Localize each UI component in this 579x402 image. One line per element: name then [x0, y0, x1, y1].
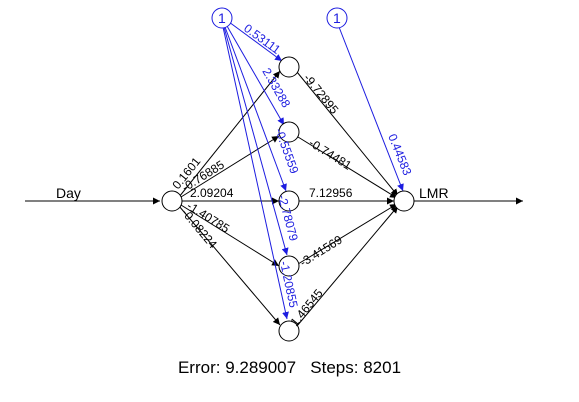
weight-label-h2-out: -0.74481 — [306, 136, 354, 173]
edge-h2-output — [297, 136, 398, 199]
error-label: Error: — [177, 358, 221, 377]
edge-input-h5 — [178, 205, 281, 326]
weight-label-h3-out: 7.12956 — [309, 186, 353, 200]
bias-node-hidden — [211, 7, 233, 29]
output-node — [393, 190, 415, 212]
edge-bias-output — [338, 26, 404, 192]
edge-input-h1 — [178, 70, 281, 198]
weight-label-bias-h1: 0.53111 — [241, 21, 283, 57]
weight-label-h4-out: -3.41569 — [297, 232, 345, 269]
hidden-node-5 — [278, 320, 300, 342]
edge-h5-output — [296, 205, 399, 327]
input-node — [161, 190, 183, 212]
edge-bias-h5 — [222, 26, 289, 320]
edge-bias-h3 — [224, 26, 287, 192]
edge-bias-h1 — [228, 21, 283, 62]
edge-bias-h2 — [226, 25, 285, 126]
error-value: 9.289007 — [225, 358, 297, 377]
hidden-node-1 — [278, 56, 300, 78]
weight-label-h1-out: -9.72895 — [301, 71, 342, 117]
hidden-node-3 — [278, 190, 300, 212]
weight-label-in-h3: 2.09204 — [190, 186, 234, 200]
training-summary: Error: 9.289007 Steps: 8201 — [0, 358, 579, 378]
hidden-node-4 — [278, 255, 300, 277]
bias-node-output — [326, 7, 348, 29]
edge-bias-h4 — [223, 26, 289, 256]
edge-input-h2 — [180, 135, 280, 198]
steps-label: Steps: — [310, 358, 359, 377]
bias-node-output-label: 1 — [333, 10, 341, 26]
edge-h4-output — [297, 203, 398, 265]
edge-input-h4 — [180, 204, 280, 267]
weight-label-bias-output: 0.44583 — [385, 132, 414, 178]
edge-h1-output — [296, 71, 399, 197]
input-label: Day — [56, 185, 81, 201]
bias-node-hidden-label: 1 — [218, 10, 226, 26]
hidden-node-2 — [278, 121, 300, 143]
steps-value: 8201 — [363, 358, 402, 377]
output-label: LMR — [419, 185, 449, 201]
